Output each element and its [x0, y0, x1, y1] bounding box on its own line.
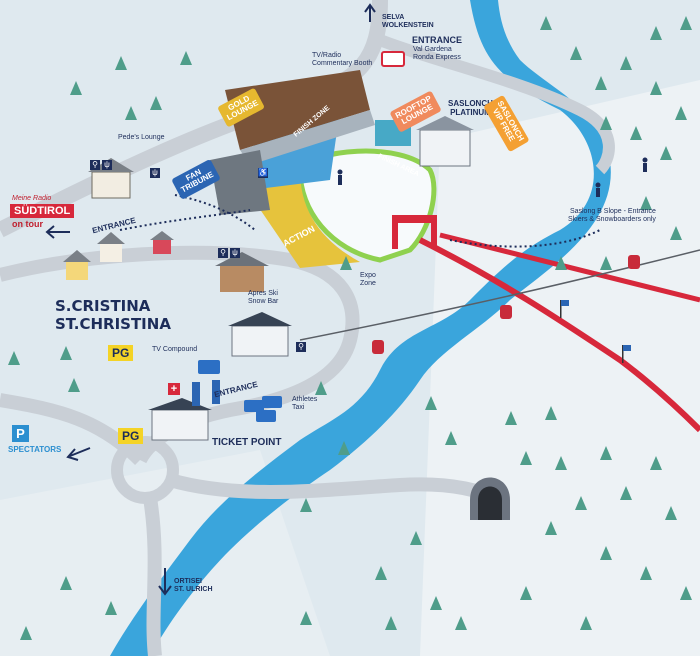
- parking-pg-badge: PG: [108, 345, 134, 361]
- parking-pg-badge-2: PG: [118, 428, 144, 444]
- athletes-taxi-label: Athletes Taxi: [292, 396, 318, 411]
- ticket-point-building: [148, 398, 212, 441]
- grandstand: [225, 70, 370, 150]
- food-icon: ψ: [230, 248, 240, 258]
- expo-zone-label: Expo Zone: [360, 272, 376, 287]
- flag-icon: [560, 300, 631, 363]
- toilet-icon: ⚲: [296, 342, 306, 352]
- arrow-left-icon: [66, 447, 91, 461]
- spectators-label: SPECTATORS: [8, 445, 62, 454]
- action-zone: [240, 170, 360, 268]
- finish-area: [297, 148, 437, 263]
- cable-line: [299, 249, 700, 341]
- on-tour-label: on tour: [12, 219, 43, 229]
- tv-compound-building: [228, 312, 292, 357]
- gondola-icon: [372, 255, 640, 354]
- radio-logo: SÜDTIROL: [10, 204, 75, 219]
- saslong-slope-label: Saslong B Slope - Entrance Skiers & Snow…: [568, 208, 656, 223]
- toilet-icon: ⚲: [90, 160, 100, 170]
- selva-label: SELVA WOLKENSTEIN: [382, 14, 434, 29]
- road-northeast: [377, 34, 615, 175]
- val-gardena-label: Val Gardena Ronda Express: [413, 46, 461, 61]
- apres-ski-label: Apres Ski Snow Bar: [248, 290, 279, 305]
- tv-van: [381, 51, 405, 67]
- food-icon: ψ: [150, 168, 160, 178]
- town-name-german: ST.CHRISTINA: [55, 315, 171, 333]
- pedes-lounge-label: Pede's Lounge: [118, 134, 165, 141]
- apres-ski-building: [215, 252, 269, 292]
- finish-gate: [392, 215, 437, 223]
- walkway: [174, 194, 256, 231]
- ticket-point-label: TICKET POINT: [212, 437, 282, 448]
- village-houses: [63, 231, 174, 280]
- taxi-vans: [198, 360, 282, 422]
- ortisei-label: ORTISEI ST. ULRICH: [174, 578, 213, 593]
- tv-compound-label: TV Compound: [152, 346, 198, 353]
- roundabout: [111, 436, 179, 504]
- toilet-icon: ⚲: [218, 248, 228, 258]
- entrance-top-label: ENTRANCE: [412, 35, 463, 45]
- arrow-up-icon: [364, 3, 376, 22]
- tree-icon: [8, 16, 692, 640]
- arrow-left-icon: [45, 225, 70, 239]
- first-aid-icon: +: [168, 383, 180, 395]
- skier-icon: [337, 157, 648, 197]
- fan-tribune-stand: [210, 150, 270, 215]
- radio-brand-label: Meine Radio: [12, 195, 52, 202]
- road-south: [143, 496, 162, 656]
- road-loop: [0, 245, 360, 464]
- town-name: S.CRISTINA: [55, 297, 151, 315]
- food-icon: ψ: [102, 160, 112, 170]
- wheelchair-icon: ♿: [258, 168, 268, 178]
- race-course: [418, 237, 700, 433]
- parking-p-icon: P: [12, 425, 29, 442]
- saslonch-platinum-label: SASLONCH PLATINUM: [448, 99, 493, 117]
- platinum-building: [416, 116, 474, 167]
- tv-booth-label: TV/Radio Commentary Booth: [312, 52, 373, 67]
- entrance-arch: [192, 380, 220, 406]
- arrow-down-icon: [158, 568, 172, 596]
